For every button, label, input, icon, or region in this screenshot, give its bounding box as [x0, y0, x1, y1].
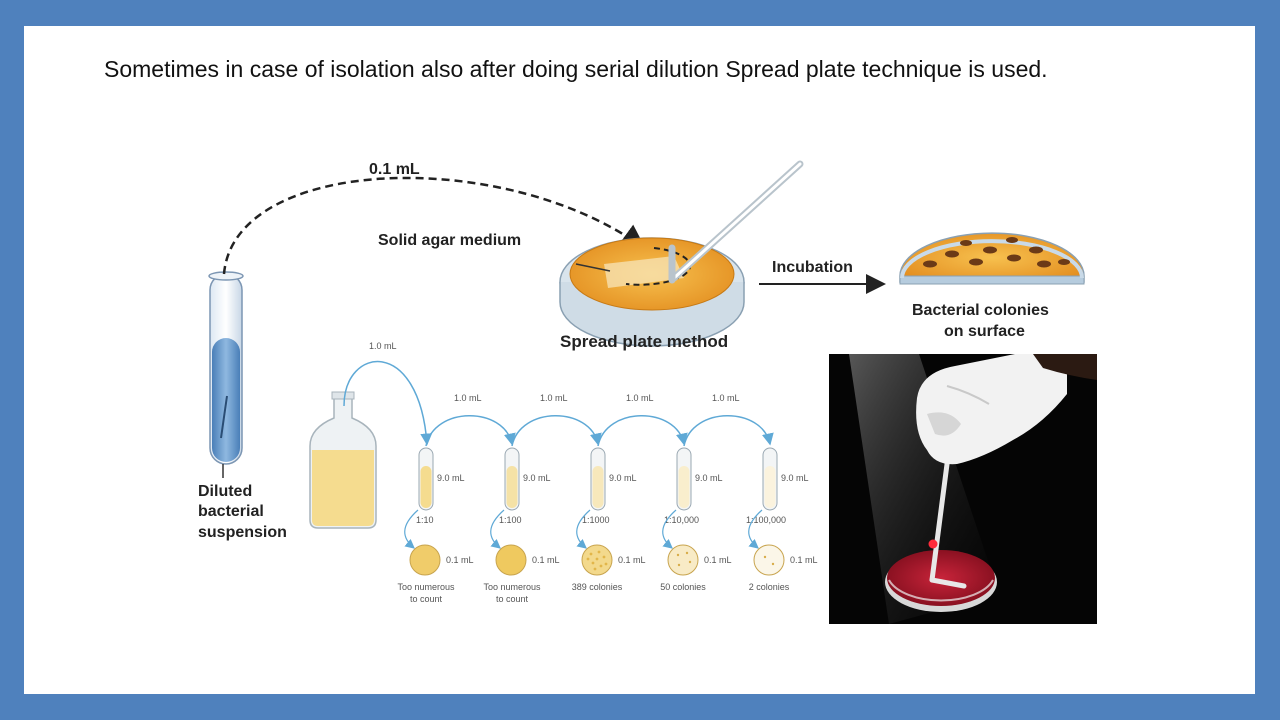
plating-arrow: [404, 509, 419, 549]
spreading-photo: [829, 354, 1097, 624]
result-plate: [409, 544, 441, 576]
photo-illustration: [829, 354, 1097, 624]
colonies-plate: [899, 232, 1085, 285]
spreader-rod: [668, 160, 804, 284]
slide: Sometimes in case of isolation also afte…: [24, 26, 1255, 694]
tube-ratio-label: 1:100: [499, 515, 522, 525]
transfer-label: 1.0 mL: [626, 393, 654, 403]
tube-ratio-label: 1:1000: [582, 515, 610, 525]
plating-arrow: [490, 509, 505, 549]
result-label-line1: 389 colonies: [572, 582, 623, 592]
tube-ratio-label: 1:100,000: [746, 515, 786, 525]
plated-volume-label: 0.1 mL: [790, 555, 818, 565]
culture-bottle: [309, 391, 377, 529]
transfer-arrow: [511, 415, 602, 447]
tube-volume-label: 9.0 mL: [695, 473, 723, 483]
spread-plate-diagram: Diluted bacterial suspension 0.1 mL Soli…: [198, 160, 1085, 604]
gloved-hand: [916, 354, 1097, 465]
result-plate: [667, 544, 699, 576]
transfer-label: 1.0 mL: [454, 393, 482, 403]
tube-ratio-label: 1:10: [416, 515, 434, 525]
result-label-line1: 50 colonies: [660, 582, 706, 592]
plating-arrow: [662, 509, 677, 549]
result-label-line1: Too numerous: [397, 582, 455, 592]
plated-volume-label: 0.1 mL: [618, 555, 646, 565]
plating-arrow: [748, 509, 763, 549]
plating-arrow: [576, 509, 591, 549]
agar-label: Solid agar medium: [378, 232, 521, 249]
result-plate: [753, 544, 785, 576]
tube-volume-label: 9.0 mL: [609, 473, 637, 483]
dilution-tube: [676, 447, 692, 511]
tube-ratio-label: 1:10,000: [664, 515, 699, 525]
colonies-label-line1: Bacterial colonies: [912, 302, 1049, 319]
slide-title: Sometimes in case of isolation also afte…: [104, 56, 1048, 82]
result-label-line2: to count: [496, 594, 529, 604]
tube-volume-label: 9.0 mL: [523, 473, 551, 483]
incubation-label: Incubation: [772, 259, 853, 276]
transfer-arrow: [597, 415, 688, 447]
transfer-label: 1.0 mL: [540, 393, 568, 403]
laser-dot: [928, 539, 938, 549]
colony-dots: [586, 550, 608, 571]
plated-volume-label: 0.1 mL: [704, 555, 732, 565]
result-label-line1: 2 colonies: [749, 582, 790, 592]
suspension-label-line2: bacterial: [198, 503, 264, 520]
method-label: Spread plate method: [560, 332, 728, 351]
transfer-arrow: [425, 415, 516, 447]
dilution-tube: [418, 447, 434, 511]
suspension-label-line1: Diluted: [198, 483, 252, 500]
result-plate: [495, 544, 527, 576]
suspension-label-line3: suspension: [198, 524, 287, 541]
plated-volume-label: 0.1 mL: [446, 555, 474, 565]
tube-volume-label: 9.0 mL: [781, 473, 809, 483]
agar-plate: [559, 237, 745, 347]
bottle-transfer-label: 1.0 mL: [369, 341, 397, 351]
bottle-transfer-arrow: [343, 360, 433, 446]
colony-dots: [763, 555, 775, 566]
colony-dots: [676, 551, 692, 567]
suspension-tube: [208, 271, 244, 478]
transfer-label: 1.0 mL: [712, 393, 740, 403]
dilution-tube: [590, 447, 606, 511]
transfer-arrow: [683, 415, 774, 447]
dilution-tube: [762, 447, 778, 511]
result-label-line2: to count: [410, 594, 443, 604]
dilution-tube: [504, 447, 520, 511]
transfer-volume-label: 0.1 mL: [369, 161, 420, 178]
result-label-line1: Too numerous: [483, 582, 541, 592]
tube-volume-label: 9.0 mL: [437, 473, 465, 483]
plated-volume-label: 0.1 mL: [532, 555, 560, 565]
colonies-label-line2: on surface: [944, 323, 1025, 340]
